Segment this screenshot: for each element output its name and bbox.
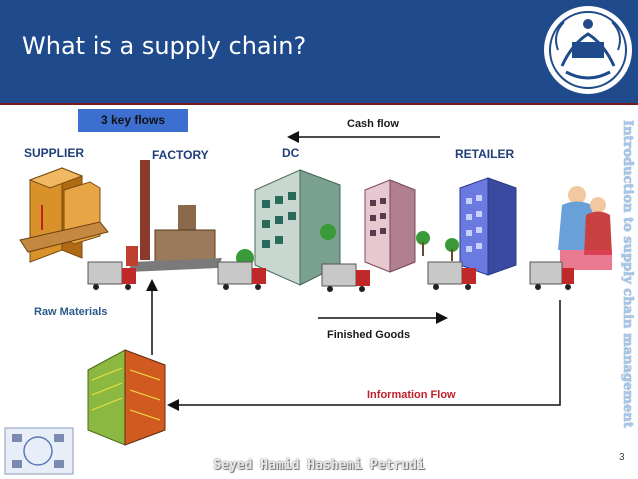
information-flow-arrow [167, 300, 561, 411]
author-footer: Seyed Hamid Hashemi Petrudi [213, 458, 425, 473]
information-building-icon [87, 349, 166, 446]
warehouse-building-icon [364, 179, 430, 273]
cash-flow-label: Cash flow [347, 118, 399, 130]
truck-icon-2 [217, 261, 266, 290]
slide-header: What is a supply chain? [0, 0, 638, 105]
factory-icon [126, 160, 222, 272]
supplier-label: SUPPLIER [24, 146, 85, 160]
truck-icon-1 [87, 261, 136, 290]
truck-icon-5 [529, 261, 574, 290]
supplier-boxes-icon [19, 167, 109, 263]
page-number: 3 [619, 452, 625, 463]
key-flows-label: 3 key flows [78, 109, 188, 132]
retailer-building-icon [445, 177, 517, 276]
customers-icon [558, 186, 612, 270]
course-side-title: Introduction to supply chain management [620, 120, 635, 428]
dc-label: DC [282, 146, 300, 160]
finished-goods-label: Finished Goods [327, 329, 411, 341]
retailer-label: RETAILER [455, 147, 515, 161]
factory-label: FACTORY [152, 148, 209, 162]
truck-icon-4 [427, 261, 476, 290]
raw-materials-label: Raw Materials [34, 306, 108, 318]
network-diagram-thumbnail-icon [4, 427, 74, 475]
slide-title: What is a supply chain? [22, 32, 307, 60]
university-logo [544, 6, 632, 94]
truck-icon-3 [321, 263, 370, 292]
information-flow-label: Information Flow [367, 389, 456, 401]
